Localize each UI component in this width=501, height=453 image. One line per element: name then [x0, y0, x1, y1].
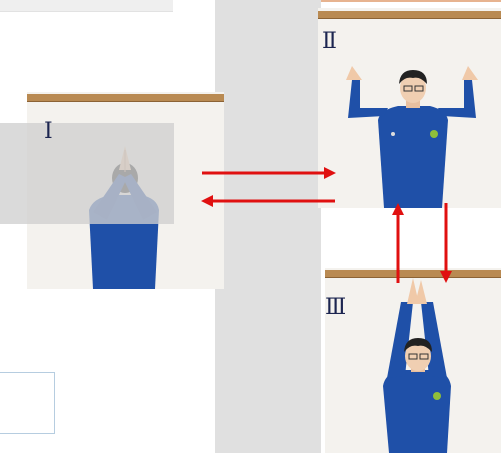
- arrow-left-icon: [201, 195, 335, 207]
- arrow-right-icon: [202, 167, 336, 179]
- arrow-down-icon: [440, 203, 452, 283]
- arrow-up-icon: [392, 203, 404, 283]
